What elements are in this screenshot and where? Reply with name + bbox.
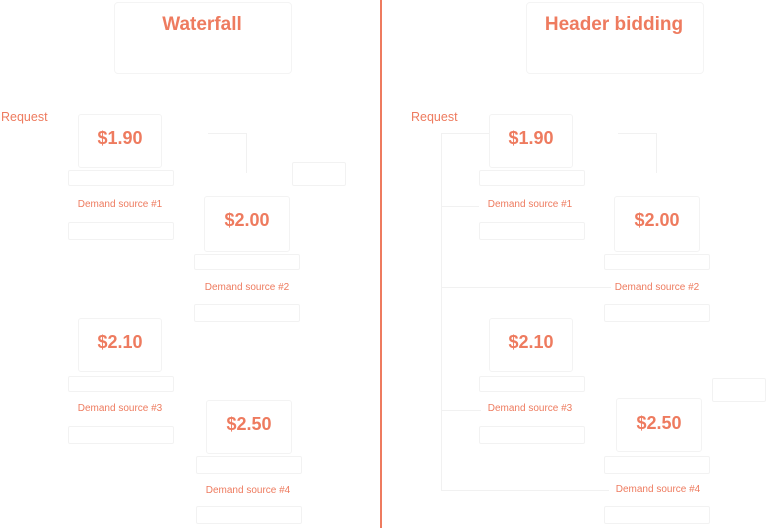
waterfall-ghost-row [196, 456, 302, 474]
header-bidding-ghost-box [712, 378, 766, 402]
waterfall-price-card-1 [78, 114, 162, 168]
waterfall-price-3: $2.10 [97, 332, 143, 352]
header-bidding-connector [618, 133, 656, 134]
panel-divider [380, 0, 382, 528]
waterfall-source-3: Demand source #3 [77, 403, 163, 414]
waterfall-ghost-row [68, 376, 174, 392]
waterfall-title-box [114, 2, 292, 74]
waterfall-source-1: Demand source #1 [77, 199, 163, 210]
waterfall-price-2: $2.00 [224, 210, 270, 230]
waterfall-price-card-3 [78, 318, 162, 372]
header-bidding-price-card-4 [616, 398, 702, 452]
header-bidding-connector [441, 490, 609, 491]
waterfall-price-1: $1.90 [97, 128, 143, 148]
waterfall-ghost-row [68, 426, 174, 444]
header-bidding-ghost-row [479, 170, 585, 186]
header-bidding-source-2: Demand source #2 [614, 282, 700, 293]
header-bidding-connector [441, 206, 479, 207]
waterfall-ghost-row [194, 254, 300, 270]
waterfall-price-card-4 [206, 400, 292, 454]
waterfall-connector [246, 133, 247, 173]
waterfall-ghost-row [68, 170, 174, 186]
waterfall-title: Waterfall [162, 14, 242, 35]
waterfall-price-4: $2.50 [226, 414, 272, 434]
header-bidding-title: Header bidding [544, 14, 684, 35]
header-bidding-source-1: Demand source #1 [487, 199, 573, 210]
header-bidding-price-2: $2.00 [634, 210, 680, 230]
header-bidding-connector [441, 287, 611, 288]
waterfall-ghost-row [196, 506, 302, 524]
header-bidding-ghost-row [604, 506, 710, 524]
header-bidding-ghost-row [604, 304, 710, 322]
header-bidding-price-card-3 [489, 318, 573, 372]
header-bidding-price-card-2 [614, 196, 700, 252]
waterfall-source-2: Demand source #2 [204, 282, 290, 293]
waterfall-ghost-row [68, 222, 174, 240]
waterfall-request-label: Request [1, 110, 48, 124]
waterfall-ghost-box [292, 162, 346, 186]
waterfall-ghost-row [194, 304, 300, 322]
header-bidding-ghost-row [479, 376, 585, 392]
waterfall-price-card-2 [204, 196, 290, 252]
header-bidding-request-label: Request [411, 110, 458, 124]
header-bidding-ghost-row [479, 222, 585, 240]
header-bidding-price-4: $2.50 [636, 413, 682, 433]
header-bidding-connector [656, 133, 657, 173]
header-bidding-source-4: Demand source #4 [615, 484, 701, 495]
header-bidding-connector [441, 133, 442, 491]
header-bidding-ghost-row [479, 426, 585, 444]
header-bidding-price-3: $2.10 [508, 332, 554, 352]
header-bidding-ghost-row [604, 254, 710, 270]
waterfall-connector [208, 133, 246, 134]
header-bidding-price-card-1 [489, 114, 573, 168]
waterfall-source-4: Demand source #4 [205, 485, 291, 496]
header-bidding-connector [441, 133, 489, 134]
header-bidding-connector [441, 410, 481, 411]
header-bidding-title-box [526, 2, 704, 74]
header-bidding-ghost-row [604, 456, 710, 474]
header-bidding-price-1: $1.90 [508, 128, 554, 148]
header-bidding-source-3: Demand source #3 [487, 403, 573, 414]
